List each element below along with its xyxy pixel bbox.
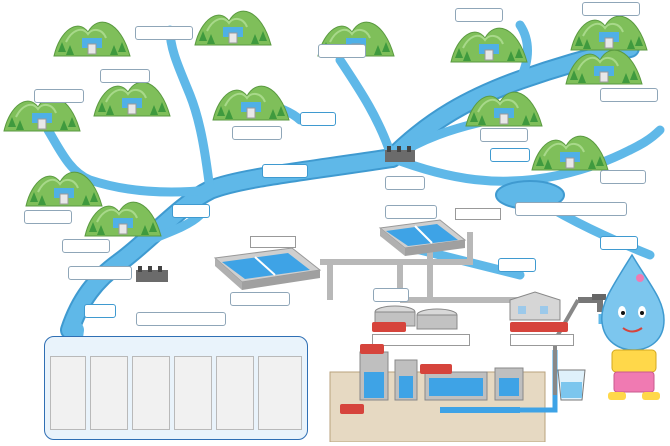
dam-mountain-4	[570, 15, 648, 51]
tag-chlorination	[360, 344, 384, 354]
label-plate-kanna-river	[300, 112, 336, 126]
branch-west	[43, 125, 215, 197]
label-plate-takizawa-dam	[34, 89, 84, 103]
tone-weir	[385, 146, 415, 162]
process-step-intake-pump	[50, 356, 86, 430]
dam-mountain-3	[450, 27, 528, 63]
branch-north	[165, 25, 215, 195]
label-plate-sagamata-dam	[318, 44, 366, 58]
note-distribution-tank	[372, 334, 470, 346]
label-plate-aimata-dam	[100, 69, 150, 83]
mountains-layer	[3, 10, 648, 237]
dam-mountain-7	[3, 96, 81, 132]
dam-mountain-0	[53, 21, 131, 57]
label-plate-sonohara-dam	[480, 128, 528, 142]
okubo-water-plant	[213, 247, 322, 290]
label-plate-saitama-station	[373, 288, 409, 302]
label-plate-akigase-weir	[68, 266, 132, 280]
dam-mountain-6	[93, 81, 171, 117]
process-step-grit-basin	[90, 356, 128, 430]
label-plate-musashi-canal	[262, 164, 308, 178]
process-step-clear-water-tank	[216, 356, 254, 430]
dam-mountain-11	[25, 171, 103, 207]
label-plate-arakawa-reservoir	[136, 312, 226, 326]
dam-mountain-1	[194, 10, 272, 46]
label-plate-fujiwara-dam	[455, 8, 503, 22]
label-plate-naraa-dam	[600, 88, 658, 102]
label-plate-tone-weir	[385, 176, 425, 190]
process-step-settling-basin	[132, 356, 170, 430]
label-plate-watarase-reservoir	[515, 202, 627, 216]
label-plate-iruma-river	[172, 204, 210, 218]
tag-filtration	[420, 364, 452, 374]
tag-distribution-tank	[372, 322, 406, 332]
label-plate-watarase-river	[490, 148, 530, 162]
label-plate-yagisawa-dam	[582, 2, 640, 16]
label-plate-okubo-plant	[230, 292, 290, 306]
dam-mountain-10	[531, 135, 609, 171]
tag-management-office	[510, 322, 568, 332]
akigase-weir	[136, 266, 168, 282]
branch-fujiwara	[515, 20, 532, 85]
branch-aimata	[335, 55, 397, 163]
label-plate-kusaki-dam	[600, 170, 646, 184]
process-step-distribution-pump	[258, 356, 302, 430]
label-plate-yattsuba-dam	[135, 26, 193, 40]
dam-mountain-5	[565, 49, 643, 85]
label-plate-arima-dam	[62, 239, 110, 253]
showa-water-plant	[378, 219, 467, 256]
label-plate-showa-plant	[385, 205, 437, 219]
label-plate-tone-river	[600, 236, 638, 250]
label-plate-edo-river	[498, 258, 536, 272]
dam-mountain-8	[212, 85, 290, 121]
dam-mountain-9	[465, 91, 543, 127]
label-plate-shimokubo-dam	[232, 126, 282, 140]
water-glass	[557, 369, 586, 401]
label-plate-ara-river	[84, 304, 116, 318]
management-building	[509, 291, 561, 321]
note-okubo-intake	[250, 236, 296, 248]
process-step-rapid-filter	[174, 356, 212, 430]
label-plate-urayama-dam	[24, 210, 72, 224]
tag-intake-well	[340, 404, 364, 414]
note-management-office	[510, 334, 574, 346]
branch-kusaki	[625, 125, 665, 155]
watarase-river	[387, 145, 635, 186]
dam-mountain-12	[84, 201, 162, 237]
note-showa-intake	[455, 208, 501, 220]
water-drop-mascot	[601, 253, 665, 400]
